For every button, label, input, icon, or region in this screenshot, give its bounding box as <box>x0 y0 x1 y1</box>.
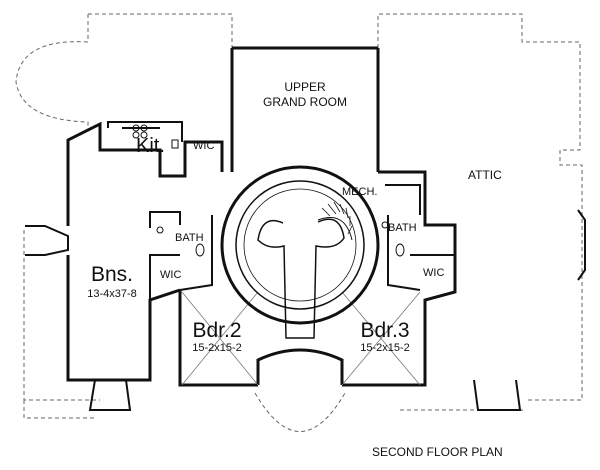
upper-grand-room-line1: UPPER <box>284 80 326 94</box>
wic-right-label: WIC <box>423 267 445 279</box>
bath-fixtures <box>156 221 405 257</box>
bedroom2-name: Bdr.2 <box>192 319 242 342</box>
bedroom2-size: 15-2x15-2 <box>192 342 242 354</box>
bonus-room-label: Bns. 13-4x37-8 <box>64 264 160 300</box>
plan-caption: SECOND FLOOR PLAN <box>372 445 503 459</box>
bedroom2-label: Bdr.2 15-2x15-2 <box>172 320 262 354</box>
rotunda <box>220 165 380 339</box>
bedroom-hip-lines <box>181 291 421 386</box>
bedroom3-name: Bdr.3 <box>360 319 410 342</box>
bath-right-label: BATH <box>388 222 417 234</box>
bonus-room-name: Bns. <box>90 263 134 286</box>
bedroom3-size: 15-2x15-2 <box>360 342 410 354</box>
kitchen-fixtures <box>132 124 179 149</box>
bath-left-label: BATH <box>175 232 204 244</box>
bays <box>25 209 586 411</box>
kitchen-label: Kit. <box>136 135 165 157</box>
wic-left-label: WIC <box>160 269 182 281</box>
attic-outline <box>15 13 583 432</box>
upper-grand-room-label: UPPER GRAND ROOM <box>255 81 355 108</box>
walls <box>66 46 457 387</box>
upper-grand-room-line2: GRAND ROOM <box>263 95 347 109</box>
bedroom3-label: Bdr.3 15-2x15-2 <box>340 320 430 354</box>
wic-upper-label: WIC <box>193 140 215 152</box>
attic-label: ATTIC <box>468 168 502 182</box>
mech-label: MECH. <box>342 186 378 198</box>
interior-walls <box>107 121 455 300</box>
bonus-room-size: 13-4x37-8 <box>87 288 137 300</box>
